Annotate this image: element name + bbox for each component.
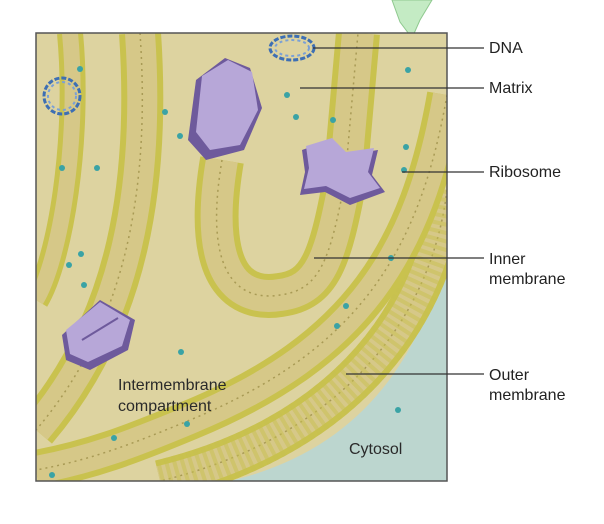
membrane-protein-icon bbox=[188, 58, 262, 160]
cytosol-region bbox=[230, 250, 447, 481]
diagram-box bbox=[36, 33, 447, 481]
label-inner-membrane-2: membrane bbox=[489, 271, 566, 288]
ions bbox=[49, 66, 411, 478]
diagram-frame bbox=[35, 32, 448, 482]
leader-lines bbox=[300, 47, 484, 375]
left-edge-membrane bbox=[36, 33, 86, 307]
inner-membrane-u bbox=[194, 33, 380, 318]
label-outer-membrane-1: Outer bbox=[489, 367, 530, 384]
label-intermembrane-2: compartment bbox=[118, 398, 212, 415]
label-cytosol: Cytosol bbox=[349, 441, 403, 458]
label-ribosome: Ribosome bbox=[489, 164, 562, 181]
ribosome-protein-icon bbox=[300, 138, 385, 205]
left-inner-membrane bbox=[36, 33, 164, 444]
membrane-protein-icon bbox=[62, 300, 135, 370]
green-arrow-icon bbox=[391, 0, 433, 39]
label-matrix: Matrix bbox=[489, 80, 533, 97]
label-inner-membrane-1: Inner bbox=[489, 251, 526, 268]
label-intermembrane-1: Intermembrane bbox=[118, 377, 227, 394]
label-dna: DNA bbox=[489, 40, 523, 57]
outer-membrane bbox=[155, 187, 447, 481]
label-outer-membrane-2: membrane bbox=[489, 387, 566, 404]
dna-ring-icon bbox=[42, 76, 82, 116]
right-membrane bbox=[36, 91, 447, 481]
